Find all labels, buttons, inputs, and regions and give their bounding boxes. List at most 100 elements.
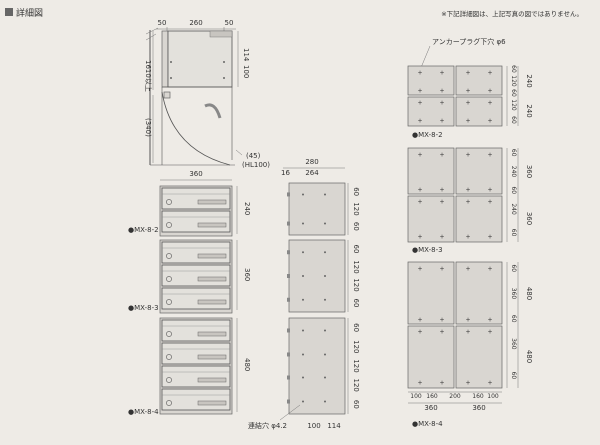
anchor-hole-icon: + bbox=[417, 266, 422, 273]
anchor-outer-dim: 240 bbox=[525, 104, 533, 117]
anchor-dim: 360 bbox=[510, 338, 517, 350]
back-dim: 120 bbox=[352, 340, 360, 353]
front-label-mx-8-2: ●MX-8-2 bbox=[128, 226, 159, 234]
anchor-hole-icon: + bbox=[487, 199, 492, 206]
dim-right-0: 114 bbox=[242, 48, 250, 62]
note-text: ※下記詳細図は、上記写真の図ではありません。 bbox=[441, 9, 583, 18]
anchor-dim: 60 bbox=[510, 116, 517, 124]
mailbox-door bbox=[161, 287, 231, 310]
anchor-dim: 60 bbox=[510, 264, 517, 272]
anchor-hole-icon: + bbox=[439, 100, 444, 107]
back-inner-1: 264 bbox=[305, 169, 319, 177]
anchor-hole-icon: + bbox=[417, 100, 422, 107]
mailbox-door bbox=[161, 187, 231, 210]
mount-hole bbox=[324, 329, 326, 332]
anchor-bottom-total: 360 bbox=[472, 404, 485, 412]
anchor-dim: 60 bbox=[510, 229, 517, 237]
hole-label: 連結穴 φ4.2 bbox=[248, 421, 287, 430]
anchor-hole-icon: + bbox=[417, 234, 422, 241]
mount-hole bbox=[324, 222, 326, 225]
mailbox-door bbox=[161, 210, 231, 233]
back-plate-0 bbox=[288, 182, 346, 236]
name-plate bbox=[197, 377, 227, 383]
hinge-icon bbox=[287, 328, 290, 333]
anchor-plate bbox=[455, 65, 503, 96]
anchor-hole-icon: + bbox=[487, 152, 492, 159]
anchor-views: アンカープラグ下穴 φ6 ++++++++++++++++60120601206… bbox=[407, 37, 533, 428]
anchor-outer-dim: 360 bbox=[525, 165, 533, 178]
anchor-label: アンカープラグ下穴 φ6 bbox=[432, 37, 506, 46]
front-height-1: 360 bbox=[243, 268, 251, 281]
mount-hole bbox=[302, 329, 304, 332]
back-dim: 60 bbox=[352, 187, 360, 196]
lock-icon bbox=[166, 354, 172, 360]
lock-icon bbox=[166, 253, 172, 259]
mount-hole bbox=[324, 376, 326, 379]
anchor-label-mx-8-2: ●MX-8-2 bbox=[412, 131, 443, 139]
back-width: 280 bbox=[305, 158, 318, 166]
page-title: 詳細図 bbox=[16, 7, 43, 19]
front-view: 360 ●MX-8-2 ●MX-8-3 ●MX-8-4 240 360 480 bbox=[128, 170, 251, 416]
title-square-icon bbox=[5, 8, 13, 16]
anchor-hole-icon: + bbox=[439, 266, 444, 273]
anchor-hole-icon: + bbox=[487, 234, 492, 241]
back-dim: 120 bbox=[352, 202, 360, 215]
lock-icon bbox=[166, 199, 172, 205]
anchor-dim: 60 bbox=[510, 315, 517, 323]
anchor-hole-icon: + bbox=[439, 380, 444, 387]
hinge-icon bbox=[287, 274, 290, 278]
anchor-hole-icon: + bbox=[487, 317, 492, 324]
anchor-hole-icon: + bbox=[417, 70, 422, 77]
anchor-hole-icon: + bbox=[465, 100, 470, 107]
back-plate-1 bbox=[288, 239, 346, 313]
anchor-hole-icon: + bbox=[465, 234, 470, 241]
anchor-hole-icon: + bbox=[417, 187, 422, 194]
mount-hole bbox=[324, 251, 326, 254]
dim-left-depth: (340) bbox=[144, 118, 152, 137]
anchor-hole-icon: + bbox=[487, 88, 492, 95]
anchor-outer-dim: 240 bbox=[525, 74, 533, 87]
mount-hole bbox=[302, 275, 304, 277]
name-plate bbox=[197, 331, 227, 337]
back-dim: 60 bbox=[352, 222, 360, 231]
back-bottom-1: 114 bbox=[327, 422, 341, 430]
anchor-hole-icon: + bbox=[439, 88, 444, 95]
hinge-icon bbox=[287, 399, 290, 404]
anchor-outer-dim: 360 bbox=[525, 212, 533, 225]
anchor-hole-icon: + bbox=[487, 187, 492, 194]
front-label-mx-8-4: ●MX-8-4 bbox=[128, 408, 159, 416]
anchor-label-mx-8-3: ●MX-8-3 bbox=[412, 246, 443, 254]
mount-hole bbox=[302, 298, 304, 301]
hinge-icon bbox=[287, 221, 290, 226]
anchor-outer-dim: 480 bbox=[525, 287, 533, 300]
hinge-icon bbox=[287, 250, 290, 255]
anchor-hole-icon: + bbox=[439, 118, 444, 125]
anchor-plate bbox=[407, 147, 455, 195]
mailbox-door bbox=[161, 241, 231, 264]
dim-right-1: 100 bbox=[242, 65, 250, 78]
back-dim: 120 bbox=[352, 379, 360, 392]
mailbox-door bbox=[161, 365, 231, 388]
anchor-hole-icon: + bbox=[487, 118, 492, 125]
anchor-plate bbox=[407, 96, 455, 127]
anchor-hole-icon: + bbox=[487, 70, 492, 77]
anchor-bottom-dim: 100 bbox=[410, 393, 422, 400]
back-view: 280 16 264 60120606012012060601201201206… bbox=[248, 158, 360, 430]
anchor-hole-icon: + bbox=[465, 199, 470, 206]
anchor-plate bbox=[407, 65, 455, 96]
anchor-hole-icon: + bbox=[417, 329, 422, 336]
lock-icon bbox=[166, 377, 172, 383]
side-view: 50 260 50 114 100 1610以上 (340) ( bbox=[144, 19, 270, 169]
anchor-hole-icon: + bbox=[487, 380, 492, 387]
name-plate bbox=[197, 199, 227, 205]
mailbox-door bbox=[161, 319, 231, 342]
front-label-mx-8-3: ●MX-8-3 bbox=[128, 304, 159, 312]
back-dim: 60 bbox=[352, 245, 360, 254]
lock-icon bbox=[166, 222, 172, 228]
name-plate bbox=[197, 276, 227, 282]
anchor-plate bbox=[407, 261, 455, 325]
mount-hole bbox=[324, 193, 326, 196]
anchor-dim: 60 bbox=[510, 372, 517, 380]
